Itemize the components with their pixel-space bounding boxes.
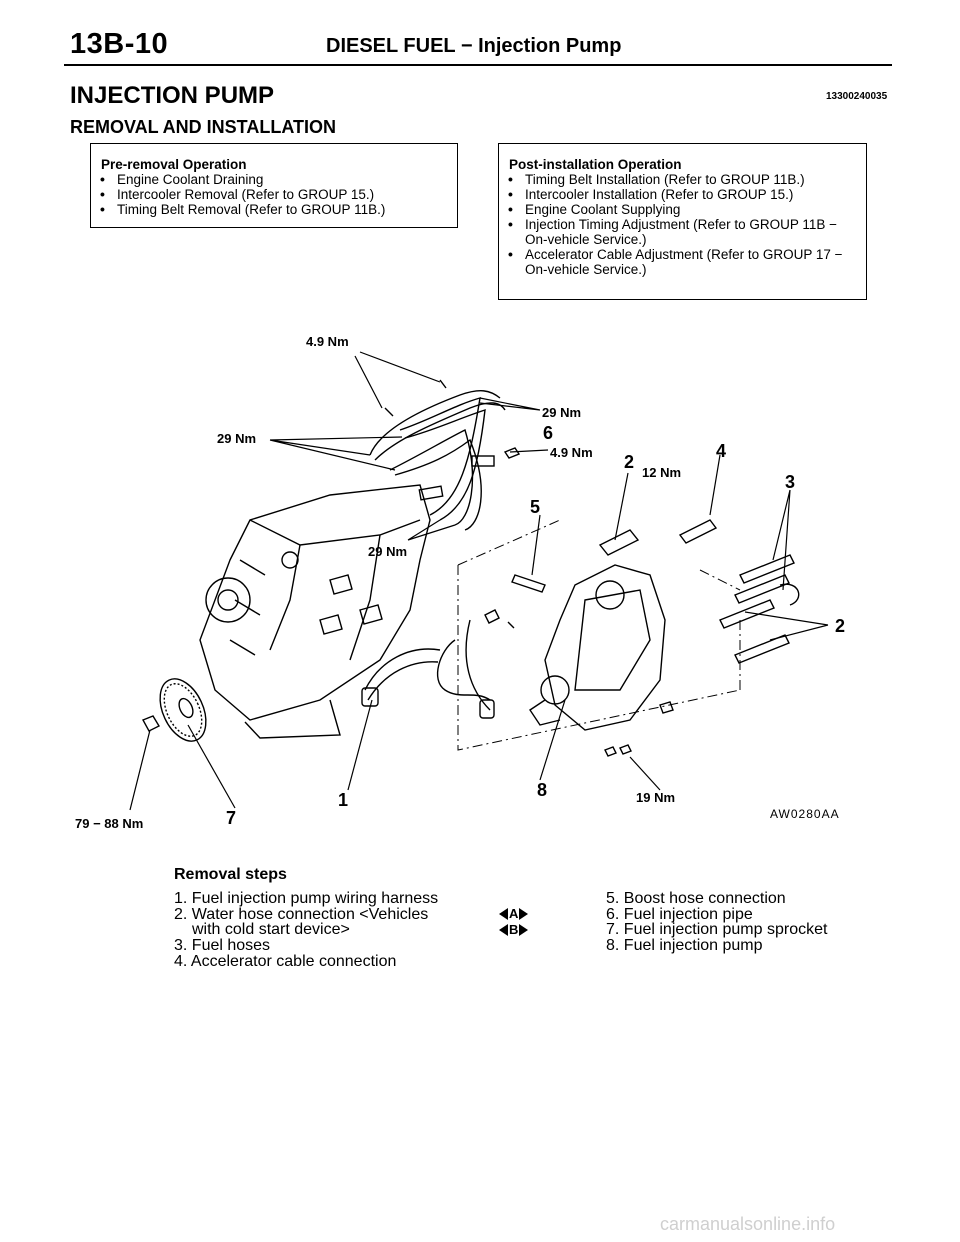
removal-step: 7. Fuel injection pump sprocket	[606, 921, 828, 938]
callout-number: 3	[785, 472, 796, 492]
pre-removal-heading: Pre-removal Operation	[101, 157, 247, 172]
post-installation-item: Injection Timing Adjustment (Refer to GR…	[508, 217, 856, 247]
torque-label: 4.9 Nm	[306, 334, 349, 349]
page-title: INJECTION PUMP	[70, 82, 275, 109]
torque-label: 29 Nm	[368, 544, 408, 559]
torque-label: 29 Nm	[217, 431, 257, 446]
callout-number: 4	[716, 441, 727, 461]
injection-pump-drawing	[361, 519, 800, 757]
callout-number: 7	[226, 808, 237, 828]
removal-step: with cold start device>	[192, 921, 350, 938]
post-installation-item: Intercooler Installation (Refer to GROUP…	[508, 187, 856, 202]
service-point-mark-a: A	[499, 906, 529, 921]
pre-removal-item: Engine Coolant Draining	[100, 172, 447, 187]
post-installation-item: Accelerator Cable Adjustment (Refer to G…	[508, 247, 856, 277]
removal-step: 1. Fuel injection pump wiring harness	[174, 890, 439, 907]
post-installation-item: Timing Belt Installation (Refer to GROUP…	[508, 172, 856, 187]
post-installation-box: Post-installation Operation Timing Belt …	[498, 143, 867, 300]
removal-step: 2. Water hose connection <Vehicles	[174, 906, 429, 923]
service-point-letter: B	[509, 922, 519, 937]
torque-label: 4.9 Nm	[550, 445, 593, 460]
pre-removal-box: Pre-removal Operation Engine Coolant Dra…	[90, 143, 458, 228]
section-title: REMOVAL AND INSTALLATION	[70, 117, 336, 137]
removal-step: 6. Fuel injection pipe	[606, 906, 753, 923]
document-code: 13300240035	[826, 91, 888, 102]
post-installation-item: Engine Coolant Supplying	[508, 202, 856, 217]
header-title: DIESEL FUEL − Injection Pump	[326, 35, 622, 57]
torque-label: 12 Nm	[642, 465, 682, 480]
removal-step: 3. Fuel hoses	[174, 937, 271, 954]
page-number: 13B-10	[70, 28, 169, 60]
injection-pump-exploded-diagram	[129, 351, 829, 811]
removal-step: 8. Fuel injection pump	[606, 937, 763, 954]
callout-number: 2	[624, 452, 635, 472]
torque-label: 79 − 88 Nm	[75, 816, 144, 831]
service-point-mark-b: B	[499, 922, 529, 937]
watermark: carmanualsonline.info	[660, 1214, 836, 1234]
pump-sprocket-drawing	[142, 678, 207, 742]
leader-lines	[129, 351, 829, 811]
pre-removal-item: Intercooler Removal (Refer to GROUP 15.)	[100, 187, 447, 202]
injection-pipes-drawing	[369, 379, 521, 531]
callout-number: 5	[530, 497, 541, 517]
pre-removal-item: Timing Belt Removal (Refer to GROUP 11B.…	[100, 202, 447, 217]
removal-step: 5. Boost hose connection	[606, 890, 786, 907]
service-point-letter: A	[509, 906, 519, 921]
figure-id: AW0280AA	[770, 807, 840, 821]
torque-label: 19 Nm	[636, 790, 676, 805]
callout-number: 6	[543, 423, 554, 443]
callout-number: 2	[835, 616, 846, 636]
callout-number: 8	[537, 780, 548, 800]
removal-steps-title: Removal steps	[174, 866, 287, 883]
header-rule	[64, 64, 892, 66]
callout-number: 1	[338, 790, 349, 810]
removal-step: 4. Accelerator cable connection	[174, 953, 397, 970]
post-installation-heading: Post-installation Operation	[509, 157, 682, 172]
torque-label: 29 Nm	[542, 405, 582, 420]
engine-block-drawing	[199, 484, 431, 739]
